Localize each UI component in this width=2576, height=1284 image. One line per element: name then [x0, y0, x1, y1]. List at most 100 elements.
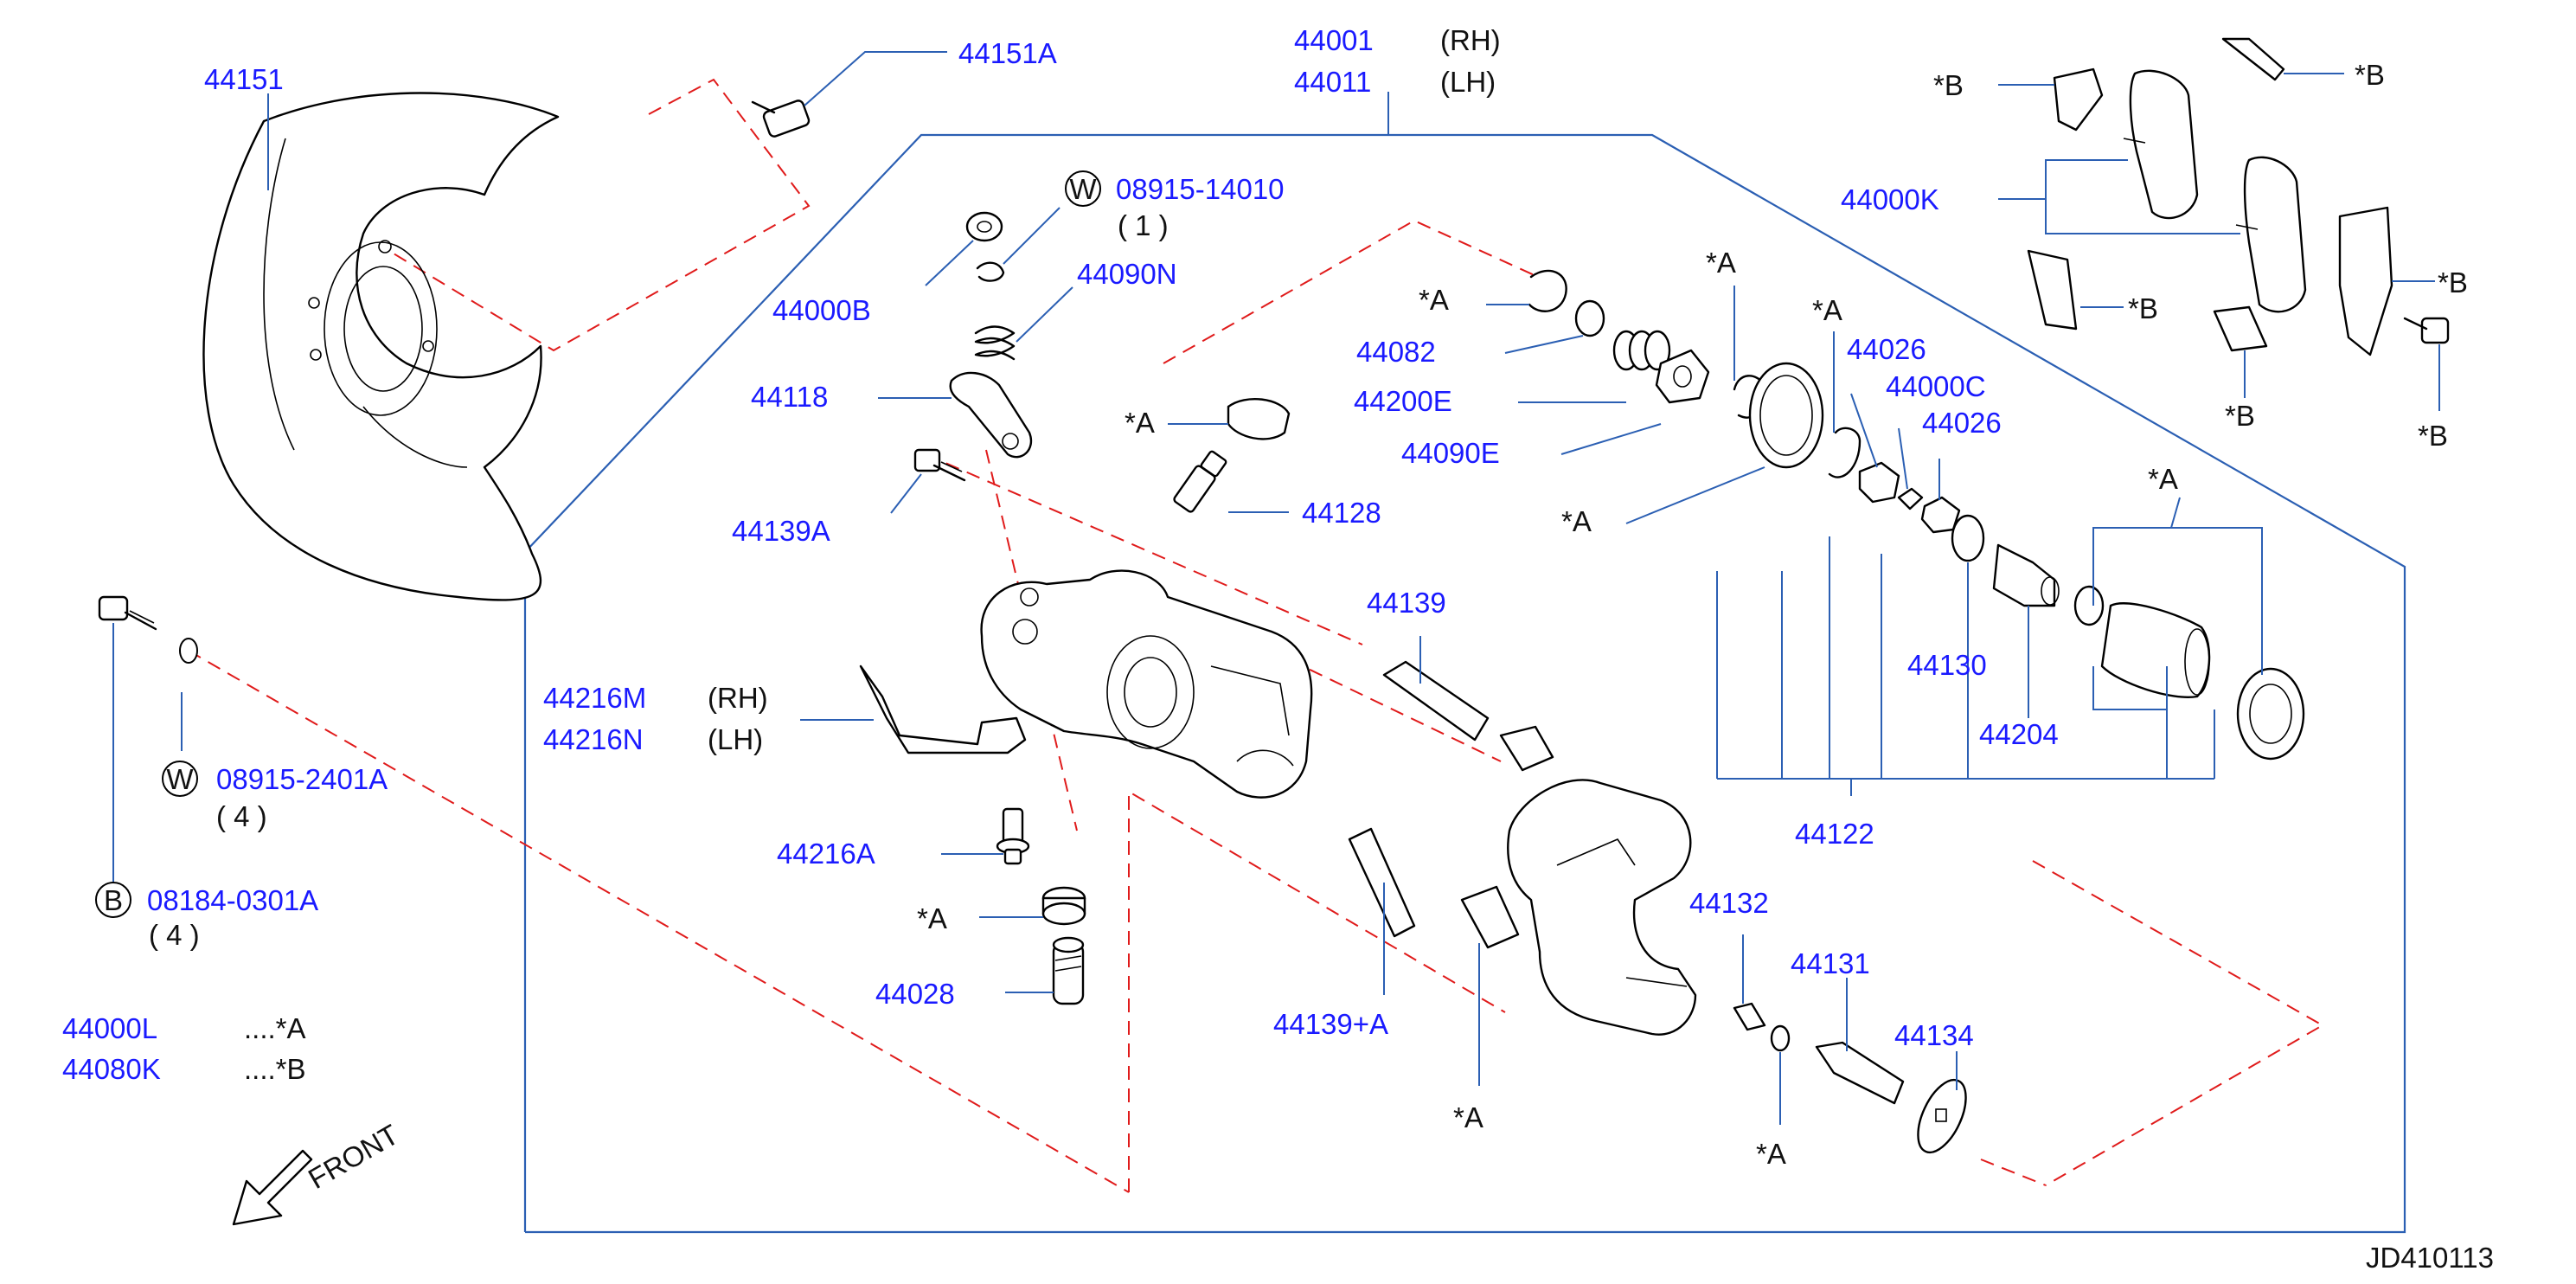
spring-44090N — [974, 325, 1016, 361]
shim-44000C — [1897, 487, 1924, 510]
label-b-spring: *B — [2128, 292, 2158, 324]
spring-44200E — [1612, 330, 1671, 371]
piston-boot — [2236, 667, 2305, 761]
label-a-seal: *A — [1561, 505, 1592, 537]
anti-squeal-spring — [2027, 249, 2078, 331]
ring-piston-seal — [2073, 585, 2105, 626]
label-44026-a: 44026 — [1847, 333, 1926, 365]
label-44082: 44082 — [1356, 336, 1436, 368]
svg-text:W: W — [1069, 173, 1097, 205]
pad-bolt — [2403, 317, 2450, 344]
label-08915-2401A: 08915-2401A — [216, 763, 388, 795]
bolt-44216A — [996, 807, 1030, 865]
pin-44028 — [1052, 936, 1085, 1005]
pad-clip — [2213, 305, 2268, 352]
label-44011: 44011 — [1294, 66, 1371, 98]
label-44122: 44122 — [1795, 818, 1874, 850]
label-a-boot: *A — [1453, 1101, 1483, 1133]
plate-44134 — [1917, 1078, 1967, 1154]
label-08915-2401A-qty: ( 4 ) — [216, 800, 267, 832]
front-label: FRONT — [303, 1118, 404, 1195]
leader-44122-group — [1716, 497, 2263, 796]
brake-pads-44000K — [2123, 69, 2307, 313]
adjuster-44090E — [1655, 349, 1710, 404]
label-08915-14010-qty: ( 1 ) — [1118, 209, 1169, 241]
label-a-snap-ring: *A — [1706, 247, 1736, 279]
legend-a-part: 44000L — [62, 1012, 157, 1044]
bushing — [1041, 886, 1086, 926]
seal-ring — [1748, 362, 1824, 469]
plate-44118 — [949, 371, 1033, 459]
w-symbol-08915-14010: W — [1065, 170, 1101, 207]
label-44026-b: 44026 — [1922, 407, 2002, 439]
install-reference-lines — [188, 78, 2325, 1193]
bleeder-cap — [1227, 397, 1291, 440]
label-44130: 44130 — [1907, 649, 1987, 681]
label-44011-side: (LH) — [1440, 66, 1496, 98]
label-44090E: 44090E — [1401, 437, 1500, 469]
o-ring — [1770, 1024, 1791, 1052]
shim-top — [2053, 67, 2104, 132]
label-44151: 44151 — [204, 63, 284, 95]
retaining-ring — [1528, 269, 1567, 312]
shim-right — [2338, 206, 2393, 356]
washer-08915-2401A — [179, 638, 198, 664]
ring-44082 — [1574, 299, 1605, 337]
label-44001: 44001 — [1294, 24, 1374, 56]
label-44151A: 44151A — [958, 37, 1057, 69]
label-44139A: 44139A — [732, 515, 830, 547]
label-44204: 44204 — [1979, 718, 2059, 750]
label-44216M: 44216M — [543, 682, 646, 714]
label-08184-0301A: 08184-0301A — [147, 884, 318, 916]
label-b-clip: *B — [2355, 59, 2385, 91]
label-44118: 44118 — [751, 381, 828, 413]
label-08915-14010: 08915-14010 — [1116, 173, 1285, 205]
label-44128: 44128 — [1302, 497, 1381, 529]
adjuster-rod-44204 — [1992, 543, 2060, 607]
label-b-shim-right: *B — [2438, 266, 2468, 299]
bracket-44216M-44216N — [859, 664, 1027, 754]
pin-44132 — [1733, 1002, 1766, 1031]
b-symbol-08184-0301A: B — [95, 882, 131, 918]
torque-member — [1507, 779, 1697, 1036]
washer-44026 — [1858, 461, 1900, 504]
caliper-bolt-08184-0301A — [98, 595, 157, 631]
legend-b-part: 44080K — [62, 1053, 161, 1085]
label-a-bushing: *A — [917, 902, 947, 934]
svg-text:W: W — [166, 763, 194, 795]
label-44090N: 44090N — [1077, 258, 1177, 290]
label-b-bolt: *B — [2418, 420, 2448, 452]
label-a-oring: *A — [1756, 1138, 1786, 1170]
label-44132: 44132 — [1689, 887, 1769, 919]
slide-pin-boot — [1499, 725, 1554, 772]
label-44134: 44134 — [1894, 1019, 1974, 1051]
label-44000K: 44000K — [1841, 183, 1939, 215]
label-08184-0301A-qty: ( 4 ) — [149, 919, 200, 951]
slide-pin-44139pA — [1348, 827, 1416, 938]
label-a-ring: *A — [1419, 284, 1449, 316]
dust-shield-44151 — [202, 92, 560, 601]
bolt-44151A — [751, 100, 811, 138]
label-b-shim: *B — [1933, 69, 1964, 101]
legend-b-mark: ....*B — [244, 1053, 306, 1085]
label-44216M-side: (RH) — [708, 682, 768, 714]
svg-text:B: B — [104, 884, 123, 916]
label-44216N: 44216N — [543, 723, 644, 755]
nut-44000B — [965, 211, 1003, 242]
label-a-cap: *A — [1125, 407, 1155, 439]
label-44131: 44131 — [1791, 947, 1870, 979]
bleeder-screw-44128 — [1173, 450, 1227, 513]
figure-code: JD410113 — [2366, 1242, 2494, 1274]
w-symbol-08915-2401A: W — [162, 761, 198, 797]
piston — [2100, 602, 2211, 698]
label-44001-side: (RH) — [1440, 24, 1501, 56]
label-44028: 44028 — [875, 978, 955, 1010]
bolt-44139A — [913, 448, 966, 482]
label-b-pad-clip: *B — [2225, 400, 2255, 432]
shaft-44131 — [1815, 1041, 1905, 1105]
legend-a-mark: ....*A — [244, 1012, 306, 1044]
clip-top — [2221, 37, 2285, 81]
label-44216A: 44216A — [777, 838, 875, 870]
label-a-piston-ring: *A — [1812, 294, 1842, 326]
